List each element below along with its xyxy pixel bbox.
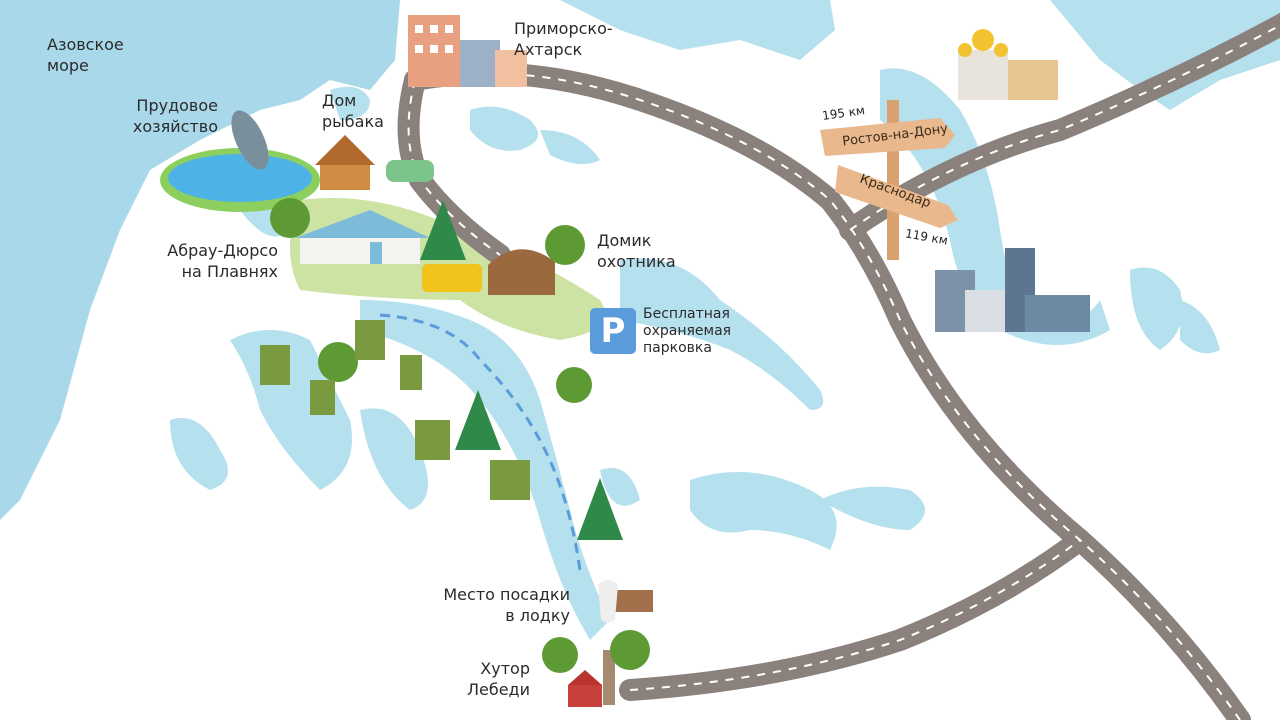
fisher-house-icon <box>315 135 375 190</box>
label-hunter-house: Домик охотника <box>597 230 676 272</box>
label-line: Дом <box>322 91 357 110</box>
car-icon <box>386 160 434 182</box>
water-top <box>560 0 835 60</box>
pier-icon <box>598 580 653 623</box>
fish-icon <box>231 110 269 170</box>
label-line: охраняемая <box>643 323 732 339</box>
label-line: Домик <box>597 231 652 250</box>
town-buildings-icon <box>408 15 527 87</box>
label-line: Место посадки <box>443 585 570 604</box>
water-right-top <box>1050 0 1280 110</box>
resort-house-icon <box>295 210 430 264</box>
label-line: море <box>47 56 89 75</box>
trees <box>260 198 650 673</box>
label-line: на Плавнях <box>181 262 278 281</box>
signpost-icon <box>820 100 958 260</box>
label-pond-farm: Прудовое хозяйство <box>120 95 218 137</box>
label-azov-sea: Азовское море <box>47 34 124 76</box>
boat-route <box>379 313 582 571</box>
label-line: хозяйство <box>132 117 218 136</box>
city-buildings-icon <box>935 248 1090 332</box>
parking-label: Бесплатная охраняемая парковка <box>643 306 731 357</box>
label-line: охотника <box>597 252 676 271</box>
label-line: Азовское <box>47 35 124 54</box>
jeep-icon <box>422 264 482 292</box>
label-line: Прудовое <box>136 96 218 115</box>
hunter-house-icon <box>488 249 555 295</box>
church-icon <box>958 29 1058 100</box>
farm-icon <box>568 650 615 707</box>
label-line: Бесплатная <box>643 306 730 322</box>
label-boat-place: Место посадки в лодку <box>420 584 570 626</box>
label-line: Ахтарск <box>514 40 583 59</box>
label-line: Лебеди <box>466 680 530 699</box>
label-line: Приморско- <box>514 19 613 38</box>
label-line: парковка <box>643 340 712 356</box>
label-line: в лодку <box>505 606 570 625</box>
parking-icon: P <box>590 308 636 354</box>
label-fisher-house: Дом рыбака <box>322 90 384 132</box>
label-resort: Абрау-Дюрсо на Плавнях <box>150 240 278 282</box>
label-town: Приморско- Ахтарск <box>514 18 613 60</box>
label-line: рыбака <box>322 112 384 131</box>
label-line: Абрау-Дюрсо <box>167 241 278 260</box>
label-line: Хутор <box>480 659 530 678</box>
azov-sea <box>0 0 400 520</box>
label-farmstead: Хутор Лебеди <box>440 658 530 700</box>
